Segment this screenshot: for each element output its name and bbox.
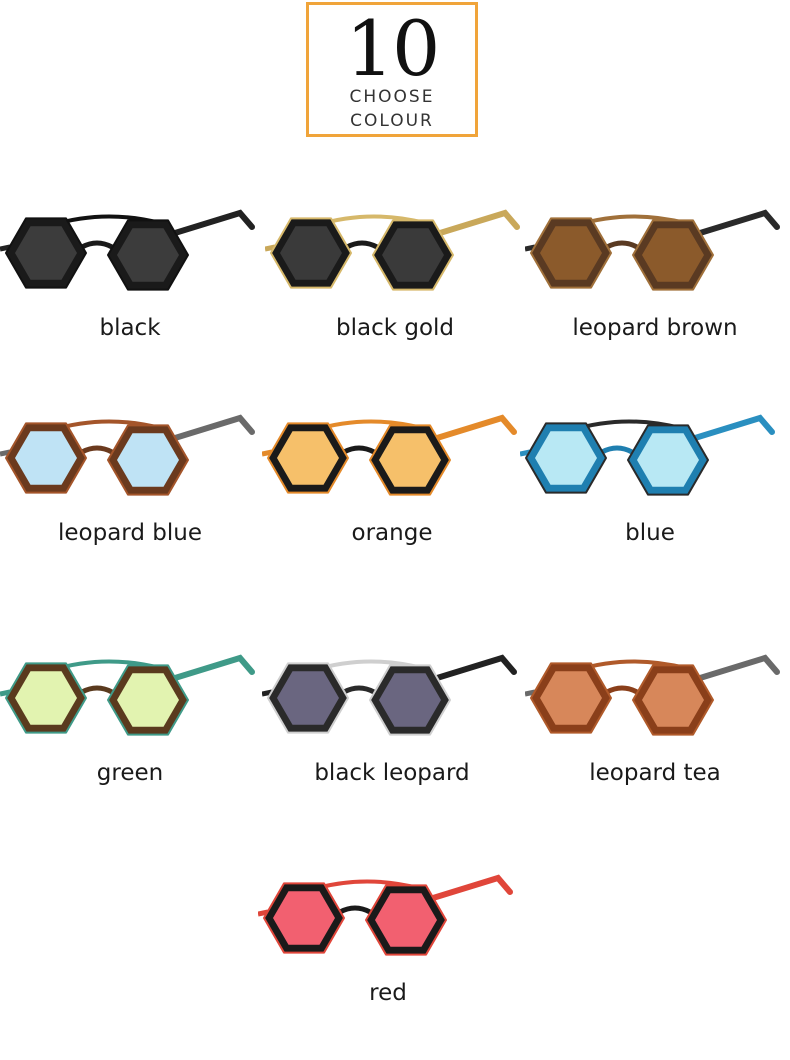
bridge: [600, 445, 634, 455]
bridge: [345, 240, 379, 250]
colour-label: red: [369, 980, 407, 1006]
sunglasses-image: [520, 414, 775, 496]
left-lens: [277, 431, 339, 485]
bridge: [605, 240, 639, 250]
right-lens: [642, 673, 704, 727]
colour-label: leopard brown: [572, 315, 738, 341]
colour-option-red[interactable]: red: [258, 870, 518, 1040]
left-lens: [540, 226, 602, 280]
left-lens: [535, 431, 597, 485]
colour-label: orange: [351, 520, 433, 546]
colour-count-badge: 10 CHOOSE COLOUR: [306, 2, 478, 137]
colour-count: 10: [345, 4, 441, 93]
right-lens: [382, 228, 444, 282]
colour-option-leopard-blue[interactable]: leopard blue: [0, 410, 260, 580]
bridge: [342, 685, 376, 695]
left-lens: [273, 891, 335, 945]
left-lens: [280, 226, 342, 280]
colour-option-orange[interactable]: orange: [262, 410, 522, 580]
colour-option-black-gold[interactable]: black gold: [265, 205, 525, 375]
colour-option-leopard-brown[interactable]: leopard brown: [525, 205, 785, 375]
right-lens: [117, 228, 179, 282]
left-lens: [15, 226, 77, 280]
bridge: [80, 240, 114, 250]
right-lens: [375, 893, 437, 947]
left-lens: [15, 431, 77, 485]
sunglasses-image: [262, 654, 517, 736]
sunglasses-image: [525, 209, 780, 291]
colour-label: black: [99, 315, 161, 341]
right-lens: [637, 433, 699, 487]
sunglasses-image: [0, 654, 255, 736]
sunglasses-image: [525, 654, 780, 736]
bridge: [80, 685, 114, 695]
right-lens: [642, 228, 704, 282]
colour-label: leopard tea: [589, 760, 721, 786]
sunglasses-image: [265, 209, 520, 291]
colour-label: blue: [625, 520, 675, 546]
bridge: [605, 685, 639, 695]
header-line-colour: COLOUR: [350, 111, 434, 131]
colour-option-black[interactable]: black: [0, 205, 260, 375]
sunglasses-image: [0, 414, 255, 496]
colour-option-blue[interactable]: blue: [520, 410, 780, 580]
colour-option-leopard-tea[interactable]: leopard tea: [525, 650, 785, 820]
sunglasses-image: [258, 874, 513, 956]
bridge: [342, 445, 376, 455]
header-line-choose: CHOOSE: [349, 87, 435, 107]
colour-label: black leopard: [314, 760, 470, 786]
colour-label: black gold: [335, 315, 455, 341]
right-lens: [117, 433, 179, 487]
right-lens: [379, 673, 441, 727]
left-lens: [15, 671, 77, 725]
sunglasses-image: [262, 414, 517, 496]
colour-label: leopard blue: [58, 520, 202, 546]
colour-option-green[interactable]: green: [0, 650, 260, 820]
colour-label: green: [96, 760, 164, 786]
colour-option-black-leopard[interactable]: black leopard: [262, 650, 522, 820]
left-lens: [277, 671, 339, 725]
sunglasses-image: [0, 209, 255, 291]
right-lens: [379, 433, 441, 487]
left-lens: [540, 671, 602, 725]
bridge: [80, 445, 114, 455]
bridge: [338, 905, 372, 915]
right-lens: [117, 673, 179, 727]
